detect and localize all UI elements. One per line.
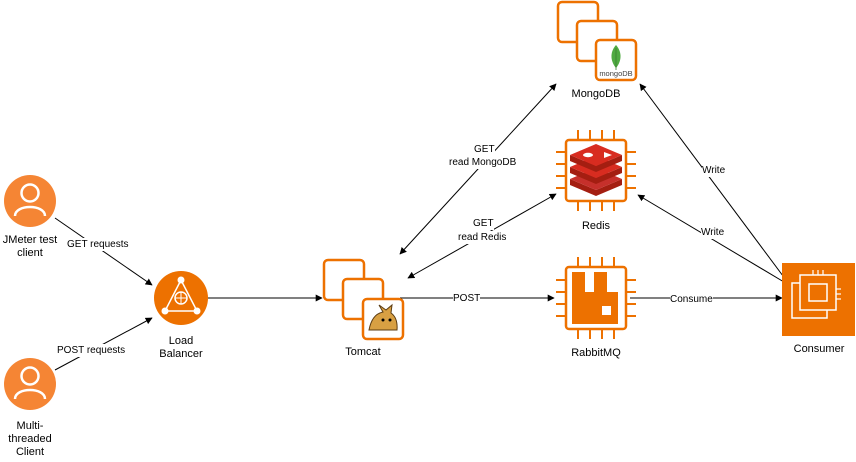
- edge-label-get-redis-1: GET: [473, 217, 494, 230]
- edge-label-get-requests: GET requests: [67, 238, 129, 251]
- multi-threaded-user-icon: [4, 358, 56, 410]
- tomcat-logo-icon: [361, 297, 405, 341]
- consumer-label: Consumer: [793, 343, 845, 355]
- edge-label-write-mongodb: Write: [702, 164, 726, 177]
- consumer-ec2-icon: [782, 263, 855, 336]
- load-balancer-label: Load Balancer: [159, 335, 203, 360]
- mongodb-logo-text: mongoDB: [599, 69, 632, 78]
- rabbitmq-icon: [556, 257, 636, 339]
- edge-consumer-to-mongodb: [639, 83, 787, 281]
- mongodb-label: MongoDB: [571, 88, 621, 100]
- edge-label-post: POST: [453, 292, 481, 305]
- tomcat-label: Tomcat: [345, 346, 381, 358]
- edge-label-post-requests: POST requests: [57, 344, 126, 357]
- redis-label: Redis: [581, 220, 611, 232]
- edge-label-consume: Consume: [670, 293, 713, 306]
- edge-label-get-mongodb-1: GET: [474, 143, 495, 156]
- edge-label-write-redis: Write: [701, 226, 725, 239]
- edge-label-get-mongodb-2: read MongoDB: [449, 156, 517, 169]
- load-balancer-icon: [154, 271, 208, 325]
- multi-threaded-client-label: Multi-threaded Client: [8, 420, 52, 458]
- rabbitmq-label: RabbitMQ: [571, 347, 621, 359]
- mongodb-logo-icon: mongoDB: [594, 38, 638, 82]
- jmeter-user-icon: [4, 175, 56, 227]
- jmeter-label: JMeter test client: [2, 234, 58, 259]
- edge-jmeter-to-lb: [54, 217, 153, 286]
- redis-icon: [556, 130, 636, 211]
- edge-label-get-redis-2: read Redis: [458, 231, 507, 244]
